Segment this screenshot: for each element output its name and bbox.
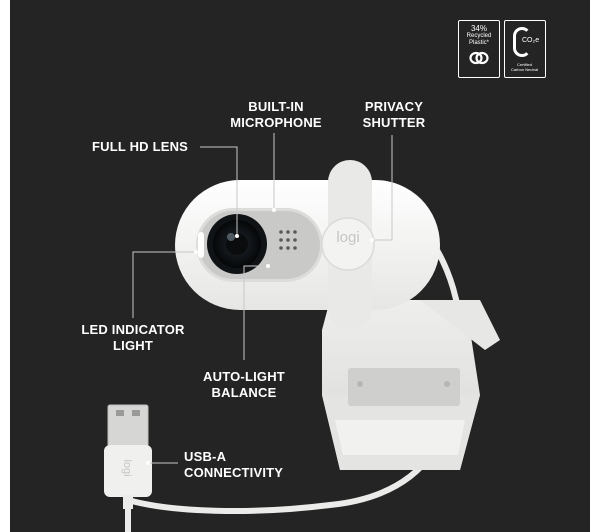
badge-line: Plastic* [468,40,489,46]
carbon-symbol: CO₂e [522,37,540,44]
leader-lens [200,146,238,234]
carbon-neutral-badge: CO₂e Certified Carbon Neutral [504,20,546,78]
caption-line: Certified [517,62,532,67]
label-line: LED INDICATOR [81,322,185,337]
caption-line: Carbon Neutral [510,67,539,72]
label-line: PRIVACY [364,99,424,114]
leader-lines [132,133,393,464]
logi-logo-usb: logi [121,459,133,477]
badge-percent: 34% [470,24,487,33]
label-line: BUILT-IN [248,99,304,114]
recycled-plastic-badge: 34% Recycled Plastic* [458,20,500,78]
leader-autolight [243,265,268,360]
label-full-hd-lens: FULL HD LENS [92,139,189,154]
label-led-indicator-light: LED INDICATOR LIGHT [78,322,188,354]
leader-dots [146,208,374,465]
logi-logo-shutter: logi [336,229,360,246]
label-line: SHUTTER [362,115,426,130]
webcam-stand [322,300,500,470]
label-line: LIGHT [113,338,153,353]
label-line: USB-A [184,449,227,464]
label-line: BALANCE [211,385,277,400]
label-built-in-microphone: BUILT-IN MICROPHONE [226,99,326,131]
carbon-c-icon [513,27,531,57]
label-auto-light-balance: AUTO-LIGHT BALANCE [198,369,290,401]
recycle-icon [469,51,489,65]
label-privacy-shutter: PRIVACY SHUTTER [358,99,430,131]
leader-privacy [374,135,393,241]
label-line: MICROPHONE [230,115,322,130]
label-line: AUTO-LIGHT [203,369,285,384]
carbon-caption: Certified Carbon Neutral [505,62,544,72]
badge-line: Recycled [466,33,492,39]
usb-connector [104,404,152,509]
label-line: CONNECTIVITY [184,465,284,480]
label-usb-a-connectivity: USB-A CONNECTIVITY [184,449,294,481]
webcam-body [175,160,440,330]
leader-led [132,251,196,318]
